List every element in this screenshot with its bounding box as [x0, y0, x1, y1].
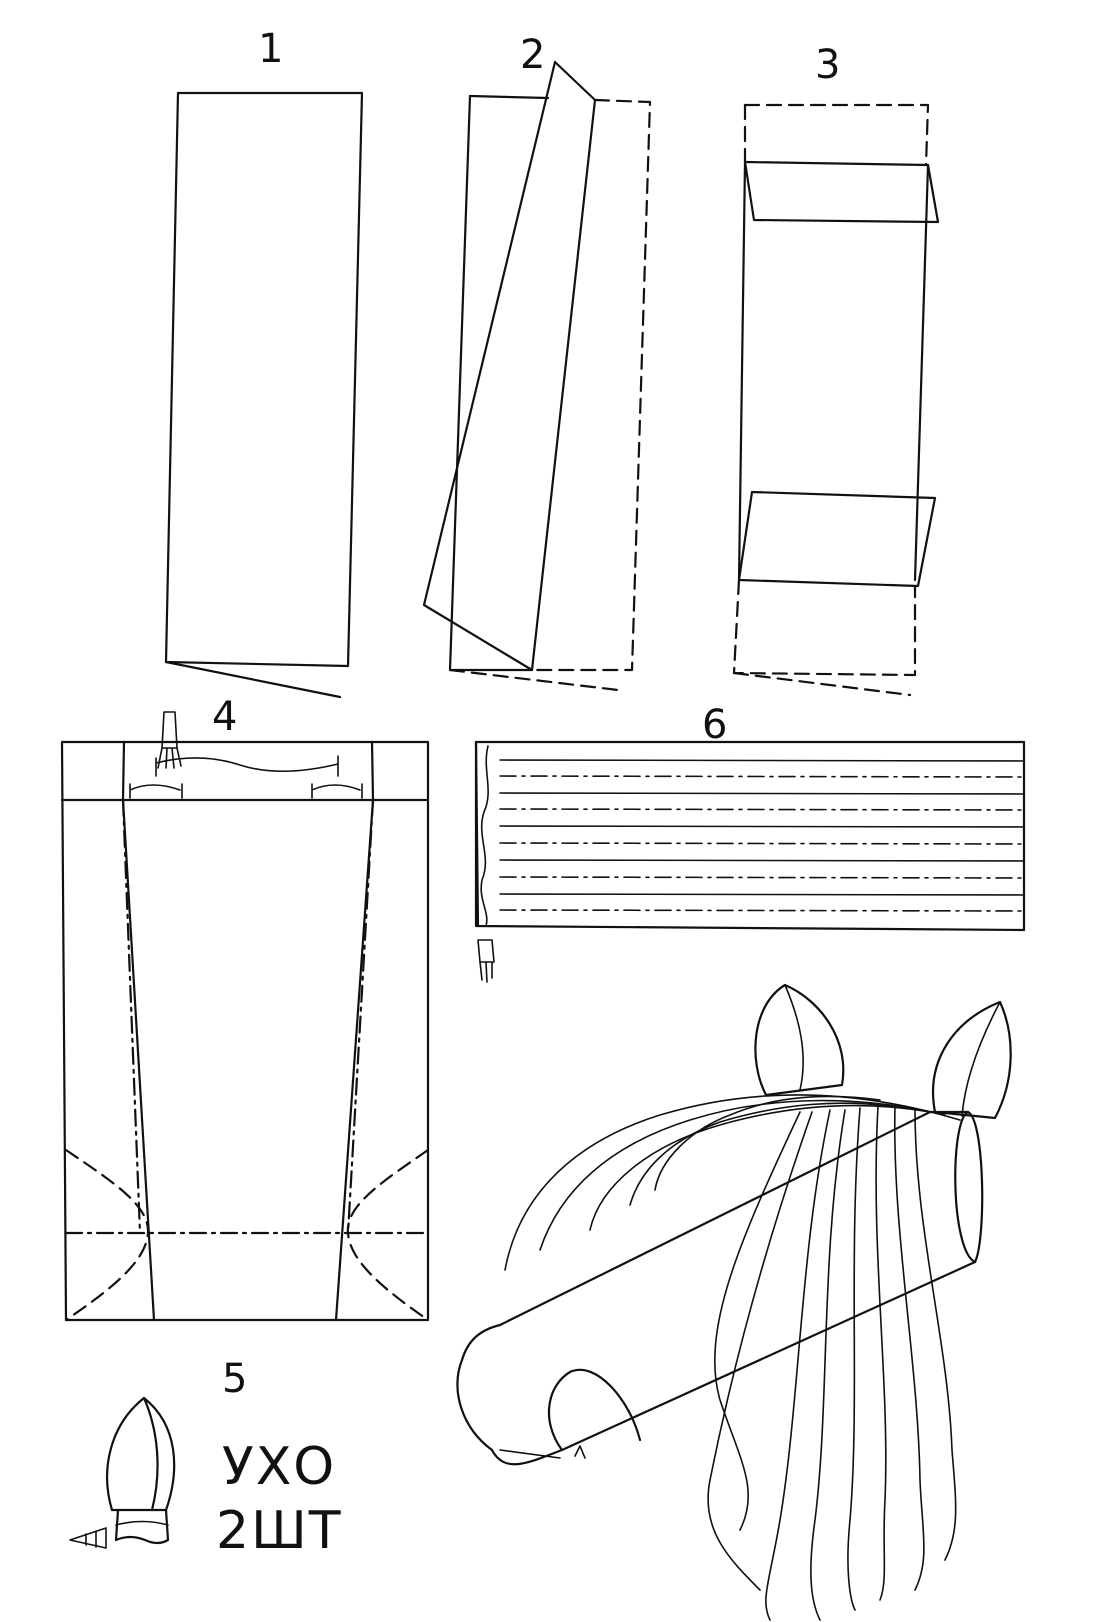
- step-1-number: 1: [258, 26, 283, 72]
- step-2-diagonal-fold: 2: [422, 32, 652, 692]
- finished-horse-head: [456, 983, 1012, 1621]
- ear-glue-brush-icon: [69, 1527, 107, 1549]
- step-2-number: 2: [520, 32, 545, 78]
- step-4-head-pattern: 4: [60, 694, 430, 1322]
- mane-cut-lines: [499, 759, 1025, 912]
- strip-glue-brush-icon: [477, 939, 495, 983]
- step-3-number: 3: [815, 42, 840, 88]
- ear-label: УХО: [222, 1437, 336, 1497]
- left-ear: [754, 983, 845, 1097]
- step-6-mane-strip: 6: [474, 702, 1026, 983]
- step-3-folded-edges: 3: [732, 42, 940, 697]
- step-4-number: 4: [212, 694, 237, 740]
- step-1-plain-strip: 1: [164, 26, 364, 699]
- glue-brush-icon: [157, 711, 182, 769]
- step-5-ear: 5 УХО 2ШТ: [69, 1356, 342, 1561]
- right-ear: [932, 1000, 1012, 1120]
- ear-count-label: 2ШТ: [216, 1501, 342, 1561]
- step-5-number: 5: [222, 1356, 247, 1402]
- step-6-number: 6: [702, 702, 727, 748]
